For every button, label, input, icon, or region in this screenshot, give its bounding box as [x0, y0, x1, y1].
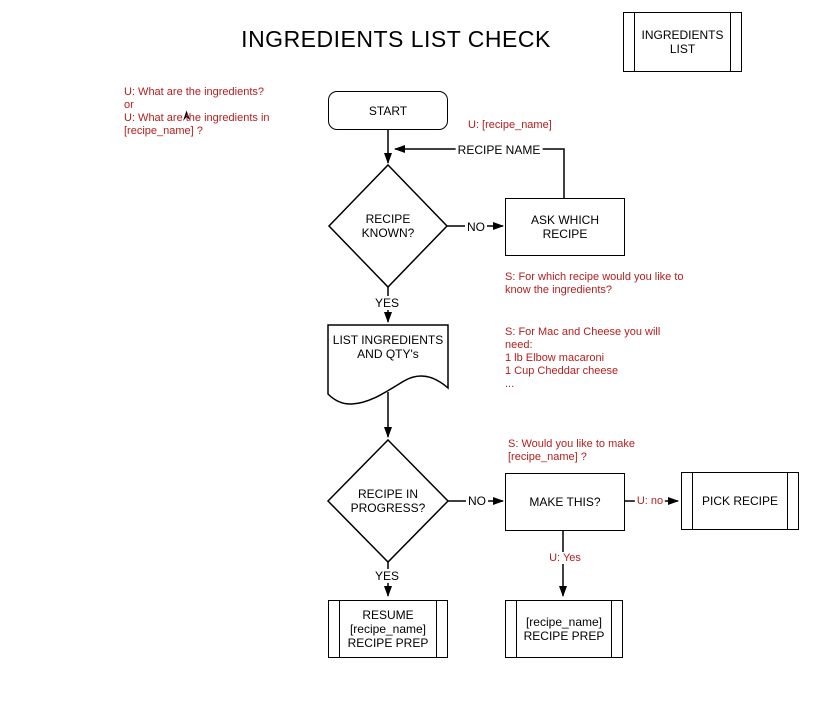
- edge-ask-recipe-feedback: [394, 145, 565, 198]
- annotation-user-recipe-name: U: [recipe_name]: [468, 119, 552, 131]
- make-this-node: MAKE THIS?: [505, 473, 625, 531]
- annotation-system-which-recipe: S: For which recipe would you like to kn…: [505, 271, 684, 296]
- start-label: START: [368, 103, 408, 118]
- edge-label-user-yes: U: Yes: [547, 552, 583, 564]
- edge-label-known-no: NO: [465, 220, 487, 234]
- edge-label-progress-no: NO: [466, 494, 488, 508]
- edge-label-progress-yes: YES: [372, 569, 402, 583]
- ingredients-list-node: INGREDIENTS LIST: [623, 12, 742, 72]
- list-ingredients-document-label: LIST INGREDIENTS AND QTY's: [332, 333, 444, 361]
- resume-recipe-prep-node: RESUME [recipe_name] RECIPE PREP: [328, 600, 448, 658]
- annotation-user-ask-ingredients: U: What are the ingredients? or U: What …: [124, 86, 270, 137]
- recipe-in-progress-decision-label: RECIPE IN PROGRESS?: [350, 487, 426, 515]
- annotation-system-ingredient-list: S: For Mac and Cheese you will need: 1 l…: [505, 326, 661, 390]
- make-this-label: MAKE THIS?: [529, 495, 601, 509]
- mouse-cursor: [183, 110, 190, 121]
- resume-recipe-prep-label: RESUME [recipe_name] RECIPE PREP: [347, 608, 429, 650]
- pick-recipe-label: PICK RECIPE: [701, 494, 779, 508]
- ask-which-recipe-label: ASK WHICH RECIPE: [530, 213, 599, 241]
- edge-label-known-yes: YES: [372, 296, 402, 310]
- ask-which-recipe-node: ASK WHICH RECIPE: [505, 198, 625, 256]
- pick-recipe-node: PICK RECIPE: [681, 472, 799, 530]
- recipe-prep-label: [recipe_name] RECIPE PREP: [523, 615, 605, 643]
- recipe-known-decision-label: RECIPE KNOWN?: [361, 212, 415, 240]
- edge-label-recipe-name: RECIPE NAME: [455, 143, 543, 157]
- recipe-prep-node: [recipe_name] RECIPE PREP: [505, 600, 623, 658]
- ingredients-list-label: INGREDIENTS LIST: [641, 28, 724, 56]
- annotation-system-would-you-make: S: Would you like to make [recipe_name] …: [508, 438, 635, 463]
- edge-label-user-no: U: no: [634, 495, 666, 507]
- list-ingredients-document-shape: [327, 324, 449, 405]
- page-title: INGREDIENTS LIST CHECK: [241, 26, 551, 52]
- start-node: START: [328, 91, 448, 130]
